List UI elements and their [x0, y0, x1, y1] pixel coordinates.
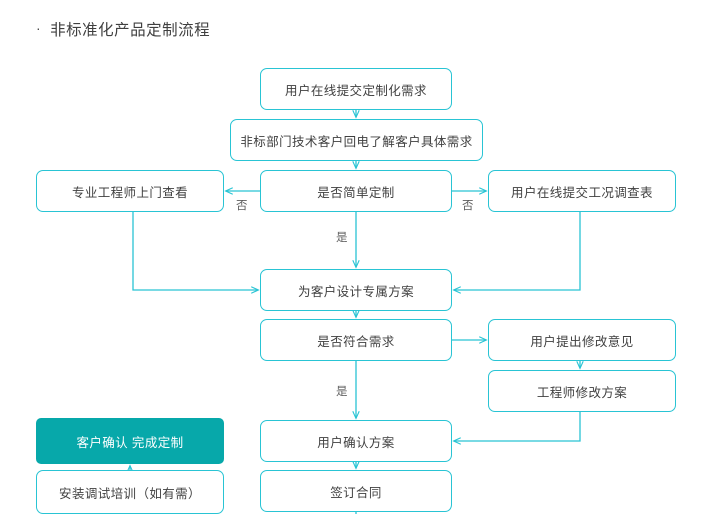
node-user-confirm-plan[interactable]: 用户确认方案: [260, 420, 452, 462]
page-title: · 非标准化产品定制流程: [36, 18, 210, 40]
node-user-revision-feedback[interactable]: 用户提出修改意见: [488, 319, 676, 361]
node-engineer-onsite-visit[interactable]: 专业工程师上门查看: [36, 170, 224, 212]
edge-label-no-left: 否: [236, 200, 248, 212]
edge-n9-n12: [454, 412, 581, 441]
node-customer-confirm-complete[interactable]: 客户确认 完成定制: [36, 418, 224, 464]
edge-label-yes-lower: 是: [336, 386, 348, 398]
bullet-glyph: ·: [36, 20, 42, 36]
node-decision-meets-requirements[interactable]: 是否符合需求: [260, 319, 452, 361]
node-submit-request[interactable]: 用户在线提交定制化需求: [260, 68, 452, 110]
node-install-debug-training[interactable]: 安装调试培训（如有需）: [36, 470, 224, 514]
edge-n4-n6: [132, 212, 258, 290]
edge-label-yes-upper: 是: [336, 232, 348, 244]
page-title-text: 非标准化产品定制流程: [50, 22, 211, 39]
edge-n5-n6: [454, 212, 581, 290]
node-decision-simple-custom[interactable]: 是否简单定制: [260, 170, 452, 212]
node-submit-condition-survey[interactable]: 用户在线提交工况调查表: [488, 170, 676, 212]
node-callback-understand-needs[interactable]: 非标部门技术客户回电了解客户具体需求: [230, 119, 483, 161]
node-design-dedicated-plan[interactable]: 为客户设计专属方案: [260, 269, 452, 311]
edge-label-no-right: 否: [462, 200, 474, 212]
node-engineer-revise-plan[interactable]: 工程师修改方案: [488, 370, 676, 412]
node-sign-contract[interactable]: 签订合同: [260, 470, 452, 512]
